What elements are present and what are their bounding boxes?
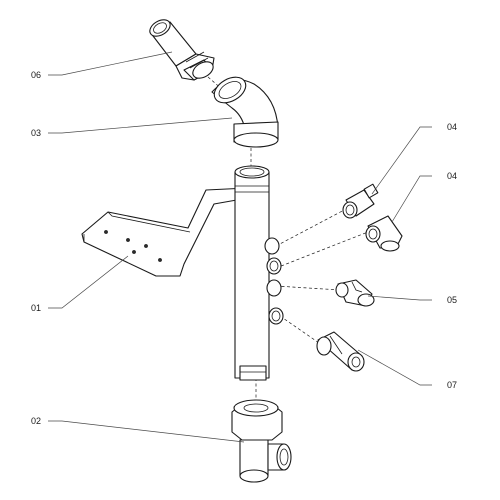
main-manifold-pipe — [234, 165, 284, 381]
part-04a-fitting — [342, 183, 379, 219]
assembly-axes — [207, 76, 369, 402]
part-03-elbow — [211, 76, 279, 148]
callout-07: 07 — [447, 380, 457, 390]
leader-04b — [391, 175, 432, 223]
axis-06-03 — [207, 76, 247, 111]
axis-04b — [275, 231, 369, 269]
leader-07 — [357, 349, 432, 386]
part-06-hose-connector — [149, 19, 215, 81]
leader-lines — [48, 51, 432, 443]
callout-05: 05 — [447, 295, 457, 305]
callout-labels: 06 03 04 04 01 05 02 07 — [31, 70, 457, 426]
leader-05 — [367, 295, 432, 301]
callout-03: 03 — [31, 128, 41, 138]
axis-07 — [279, 315, 323, 346]
callout-04a: 04 — [447, 122, 457, 132]
axis-04a — [275, 207, 349, 247]
axis-05 — [275, 285, 341, 291]
callout-02: 02 — [31, 416, 41, 426]
leader-01 — [48, 255, 129, 309]
leader-04a — [371, 126, 432, 195]
part-05-valve-fitting — [335, 279, 375, 307]
leader-06 — [48, 51, 173, 76]
part-02-tee-fitting — [231, 399, 292, 483]
leader-02 — [48, 420, 245, 443]
part-04b-elbow-fitting — [365, 215, 403, 252]
leader-03 — [48, 117, 233, 134]
callout-04b: 04 — [447, 171, 457, 181]
callout-01: 01 — [31, 303, 41, 313]
callout-06: 06 — [31, 70, 41, 80]
part-07-coupling — [316, 331, 365, 372]
part-01-bracket — [81, 187, 249, 277]
